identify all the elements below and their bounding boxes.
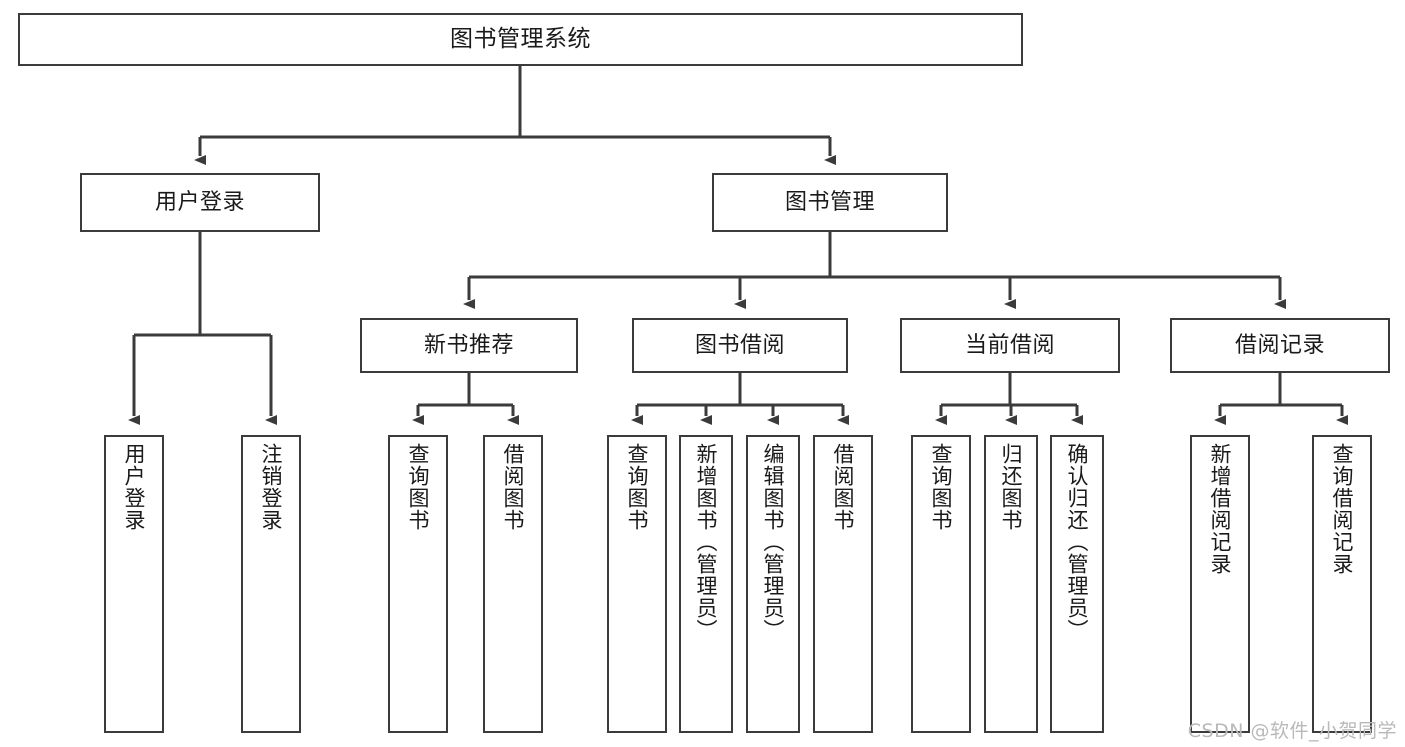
leaf-node[interactable]: 新增图书（管理员） [679,435,733,733]
leaf-node[interactable]: 查询图书 [911,435,971,733]
node-book-management[interactable]: 图书管理 [712,173,948,232]
leaf-node[interactable]: 查询图书 [607,435,667,733]
node-user-login[interactable]: 用户登录 [80,173,320,232]
leaf-node-label: 确认归还（管理员） [1065,443,1090,641]
leaf-node-label: 查询图书 [625,443,650,531]
leaf-node-label: 借阅图书 [501,443,526,531]
node-root-label: 图书管理系统 [450,25,591,52]
leaf-node-label: 查询借阅记录 [1330,443,1355,575]
leaf-node[interactable]: 新增借阅记录 [1190,435,1250,733]
node-borrow-records[interactable]: 借阅记录 [1170,318,1390,373]
node-current-borrow-label: 当前借阅 [964,332,1055,358]
leaf-node[interactable]: 借阅图书 [813,435,873,733]
leaf-node[interactable]: 用户登录 [104,435,164,733]
node-book-borrow-label: 图书借阅 [694,332,785,358]
node-user-login-label: 用户登录 [154,189,245,215]
node-borrow-records-label: 借阅记录 [1234,332,1325,358]
leaf-node[interactable]: 编辑图书（管理员） [746,435,800,733]
leaf-node[interactable]: 查询借阅记录 [1312,435,1372,733]
node-current-borrow[interactable]: 当前借阅 [900,318,1120,373]
leaf-node[interactable]: 归还图书 [984,435,1038,733]
leaf-node[interactable]: 确认归还（管理员） [1050,435,1104,733]
node-new-book-recommend[interactable]: 新书推荐 [360,318,578,373]
leaf-node-label: 借阅图书 [831,443,856,531]
leaf-node-label: 注销登录 [259,443,284,531]
leaf-node-label: 新增图书（管理员） [694,443,719,641]
node-new-book-recommend-label: 新书推荐 [423,332,514,358]
watermark: CSDN @软件_小贺同学 [1187,720,1397,742]
leaf-node-label: 归还图书 [999,443,1024,531]
node-root[interactable]: 图书管理系统 [18,13,1023,66]
node-book-management-label: 图书管理 [784,189,875,215]
leaf-node-label: 查询图书 [406,443,431,531]
leaf-node-label: 新增借阅记录 [1208,443,1233,575]
leaf-node[interactable]: 注销登录 [241,435,301,733]
leaf-node-label: 编辑图书（管理员） [761,443,786,641]
leaf-node-label: 用户登录 [122,443,147,531]
leaf-node[interactable]: 借阅图书 [483,435,543,733]
leaf-node-label: 查询图书 [929,443,954,531]
node-book-borrow[interactable]: 图书借阅 [632,318,848,373]
leaf-node[interactable]: 查询图书 [388,435,448,733]
